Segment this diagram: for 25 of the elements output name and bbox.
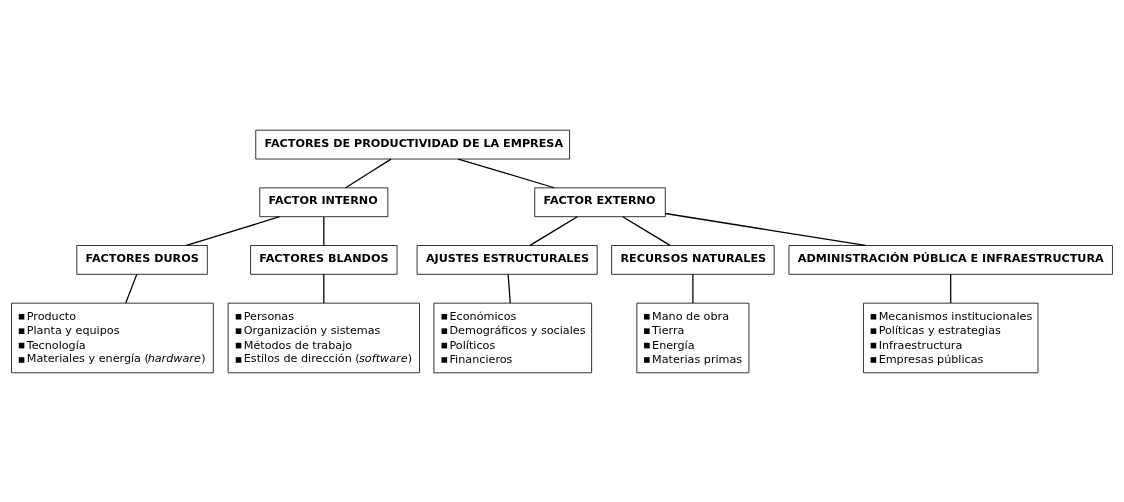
node-box: RECURSOS NATURALES <box>611 244 775 275</box>
connector <box>692 273 694 304</box>
connector <box>622 215 671 246</box>
node-box: Mano de obra Tierra Energía Materias primas <box>636 302 750 373</box>
node-box: FACTORES DE PRODUCTIVIDAD DE LA EMPRESA <box>255 129 570 159</box>
connector <box>345 158 392 188</box>
connector <box>664 212 867 246</box>
node-box: ADMINISTRACIÓN PÚBLICA E INFRAESTRUCTURA <box>788 244 1113 275</box>
connector <box>323 215 325 246</box>
connector <box>185 215 281 246</box>
node-box: FACTOR INTERNO <box>259 186 389 217</box>
node-box: FACTORES BLANDOS <box>250 244 398 275</box>
node-box: Económicos Demográficos y sociales Políticos Financieros <box>433 302 592 373</box>
node-box: FACTOR EXTERNO <box>534 186 666 217</box>
node-box: Producto Planta y equipos Tecnología Materiales y energía (hardware) <box>11 302 214 373</box>
node-box: Personas Organización y sistemas Métodos de trabajo Estilos de dirección (software) <box>227 302 420 373</box>
connector <box>529 215 578 246</box>
node-box: Mecanismos institucionales Políticas y estrategias Infraestructura Empresas públicas <box>863 302 1039 373</box>
connector <box>507 273 511 304</box>
node-box: FACTORES DUROS <box>76 244 208 275</box>
connector <box>125 273 138 304</box>
connector <box>950 273 952 304</box>
connector <box>457 157 555 188</box>
connector <box>323 273 325 304</box>
node-box: AJUSTES ESTRUCTURALES <box>416 244 598 275</box>
